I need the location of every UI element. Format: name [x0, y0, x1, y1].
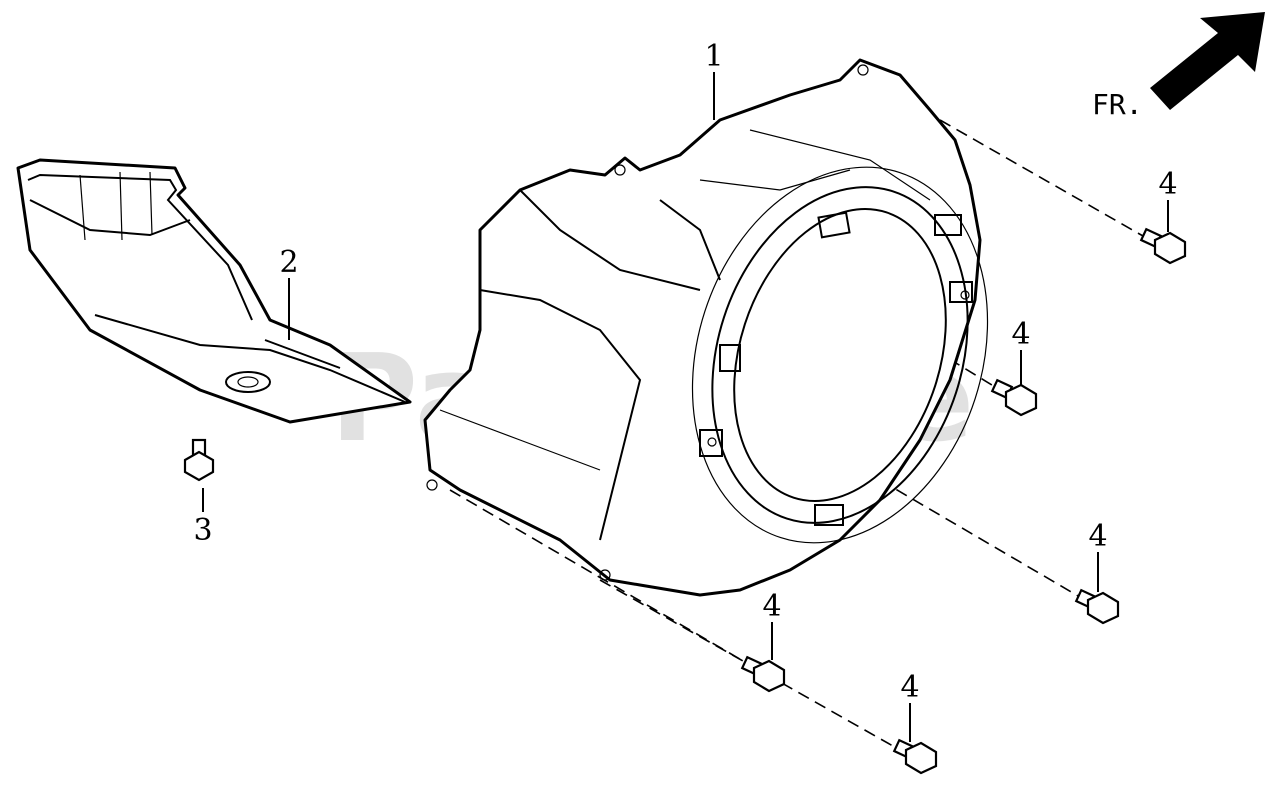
flange-bolt-callout-d: 4	[762, 589, 781, 624]
flange-bolt-callout-c: 4	[1088, 519, 1107, 554]
front-direction-arrow-icon	[1150, 12, 1265, 110]
bolt-3	[183, 438, 215, 482]
flange-bolt-callout-e: 4	[900, 670, 919, 705]
bolt-4-bottom-right	[892, 738, 938, 775]
bolt-4-middle-right	[990, 378, 1038, 417]
fan-cover-callout: 1	[704, 39, 723, 74]
bolt-4-top-right	[1139, 227, 1187, 265]
flange-bolt-callout-a: 4	[1158, 167, 1177, 202]
fan-cover-part	[423, 58, 989, 597]
shroud-bolt-callout: 3	[193, 513, 212, 548]
fan-cover-shroud-callout: 2	[279, 245, 298, 280]
front-direction-indicator: FR.	[1092, 12, 1265, 121]
leader-lines	[202, 72, 1169, 742]
flange-bolt-callout-b: 4	[1011, 317, 1030, 352]
bolt-4-bottom-center	[740, 655, 786, 693]
front-direction-label: FR.	[1092, 88, 1143, 121]
callout-numbers: 1 2 3 4 4 4 4 4	[193, 39, 1177, 705]
fan-cover-shroud-part	[16, 158, 412, 424]
bolt-4-lower-right	[1074, 588, 1120, 625]
